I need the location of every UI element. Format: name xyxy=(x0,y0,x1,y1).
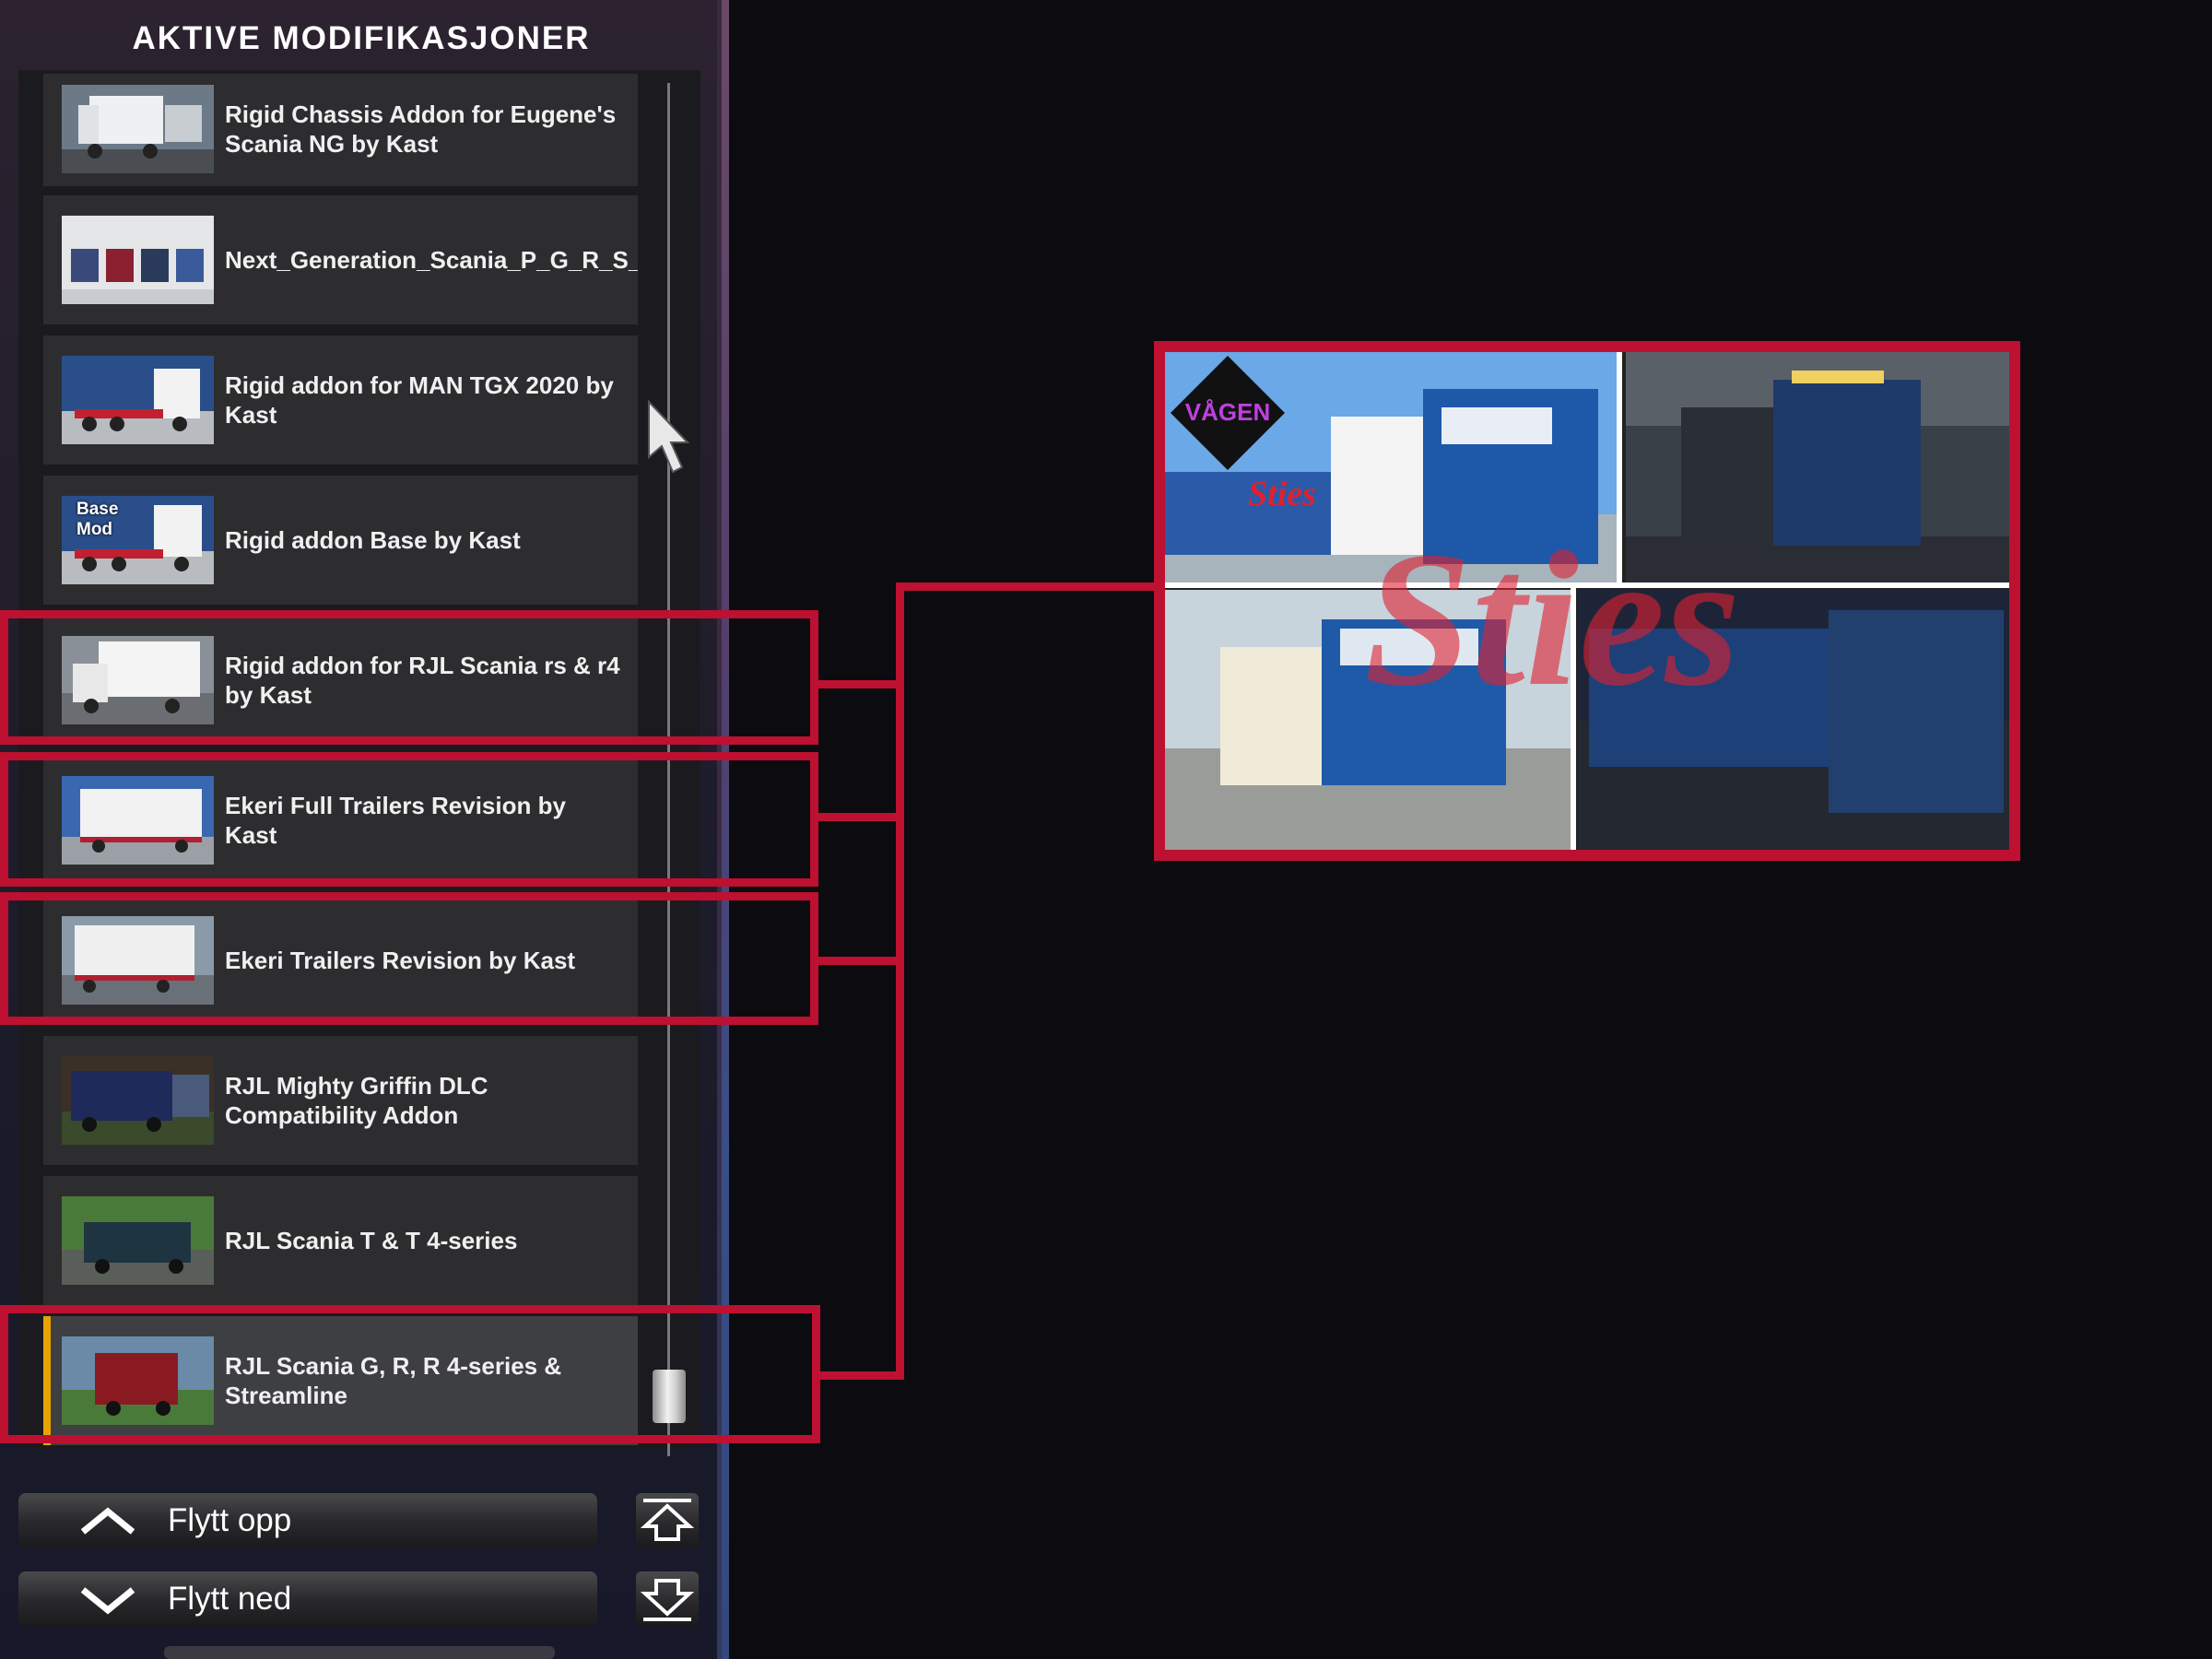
move-up-button[interactable]: Flytt opp xyxy=(18,1493,597,1548)
mod-item[interactable]: Ekeri Full Trailers Revision by Kast xyxy=(43,756,638,885)
panel-edge-inner xyxy=(717,0,722,1659)
panel-title: AKTIVE MODIFIKASJONER xyxy=(132,20,591,56)
mod-item[interactable]: Rigid Chassis Addon for Eugene's Scania … xyxy=(43,74,638,186)
mod-label: Ekeri Full Trailers Revision by Kast xyxy=(225,792,566,849)
mod-label: RJL Scania G, R, R 4-series & Streamline xyxy=(225,1352,562,1409)
connector-line xyxy=(818,1371,903,1380)
move-bottom-icon xyxy=(640,1579,695,1621)
vagen-logo: VÅGEN xyxy=(1185,398,1270,426)
mod-item[interactable]: Base Mod Rigid addon Base by Kast xyxy=(43,476,638,605)
mod-label: Rigid addon for MAN TGX 2020 by Kast xyxy=(225,371,614,429)
chevron-down-icon xyxy=(80,1587,135,1615)
mod-label: Ekeri Trailers Revision by Kast xyxy=(225,947,576,974)
chevron-up-icon xyxy=(80,1507,135,1535)
connector-line xyxy=(818,680,903,688)
mod-label: RJL Mighty Griffin DLC Compatibility Add… xyxy=(225,1072,488,1129)
ekeri-full-trailer-thumbnail xyxy=(62,776,214,865)
mod-item[interactable]: Next_Generation_Scania_P_G_R_S_Pack xyxy=(43,195,638,324)
mouse-cursor-icon xyxy=(648,399,690,474)
move-up-label: Flytt opp xyxy=(168,1502,292,1538)
scania-r-red-thumbnail xyxy=(62,1336,214,1425)
mod-label: Rigid addon Base by Kast xyxy=(225,526,521,554)
selection-indicator xyxy=(43,1316,51,1445)
scrollbar-thumb[interactable] xyxy=(653,1370,686,1423)
mod-label: Rigid Chassis Addon for Eugene's Scania … xyxy=(225,100,617,158)
truck-side-label: Sties xyxy=(1248,475,1316,513)
white-rigid-truck-thumbnail xyxy=(62,85,214,173)
bottom-scroll-strip xyxy=(164,1646,555,1659)
mod-item[interactable]: Rigid addon for MAN TGX 2020 by Kast xyxy=(43,335,638,465)
panel-edge xyxy=(722,0,729,1659)
highlight-box-ekeri xyxy=(0,892,818,1025)
connector-line xyxy=(896,582,904,1380)
move-down-label: Flytt ned xyxy=(168,1581,292,1617)
move-to-top-button[interactable] xyxy=(636,1493,699,1548)
active-mod-list: Rigid Chassis Addon for Eugene's Scania … xyxy=(43,74,638,1447)
move-to-bottom-button[interactable] xyxy=(636,1571,699,1627)
mighty-griffin-thumbnail xyxy=(62,1056,214,1145)
scania-pack-thumbnail xyxy=(62,216,214,304)
scania-t-thumbnail xyxy=(62,1196,214,1285)
mod-item[interactable]: Rigid addon for RJL Scania rs & r4 by Ka… xyxy=(43,616,638,745)
connector-line xyxy=(896,582,1156,591)
move-down-button[interactable]: Flytt ned xyxy=(18,1571,597,1627)
scrollbar-track[interactable] xyxy=(667,83,670,1456)
mod-label: Rigid addon for RJL Scania rs & r4 by Ka… xyxy=(225,652,620,709)
base-mod-tag: Base Mod xyxy=(76,500,119,539)
mod-label: RJL Scania T & T 4-series xyxy=(225,1227,518,1254)
sties-watermark: Sties xyxy=(1364,512,1740,726)
rjl-scania-rigid-thumbnail xyxy=(62,636,214,724)
mod-item[interactable]: RJL Mighty Griffin DLC Compatibility Add… xyxy=(43,1036,638,1165)
highlight-box-scania-r xyxy=(0,1305,820,1443)
highlight-box-rjl-rigid xyxy=(0,610,818,745)
mod-item[interactable]: Ekeri Trailers Revision by Kast xyxy=(43,896,638,1025)
ekeri-trailer-thumbnail xyxy=(62,916,214,1005)
move-top-icon xyxy=(640,1499,695,1541)
mod-item-selected[interactable]: RJL Scania G, R, R 4-series & Streamline xyxy=(43,1316,638,1445)
highlight-box-ekeri-full xyxy=(0,752,818,887)
mod-preview-image: VÅGEN Sties Sties xyxy=(1154,341,2020,861)
connector-line xyxy=(818,957,903,965)
mod-item[interactable]: RJL Scania T & T 4-series xyxy=(43,1176,638,1305)
man-tgx-thumbnail xyxy=(62,356,214,444)
base-mod-thumbnail: Base Mod xyxy=(62,496,214,584)
connector-line xyxy=(818,813,903,821)
mod-label: Next_Generation_Scania_P_G_R_S_Pack xyxy=(225,246,638,274)
